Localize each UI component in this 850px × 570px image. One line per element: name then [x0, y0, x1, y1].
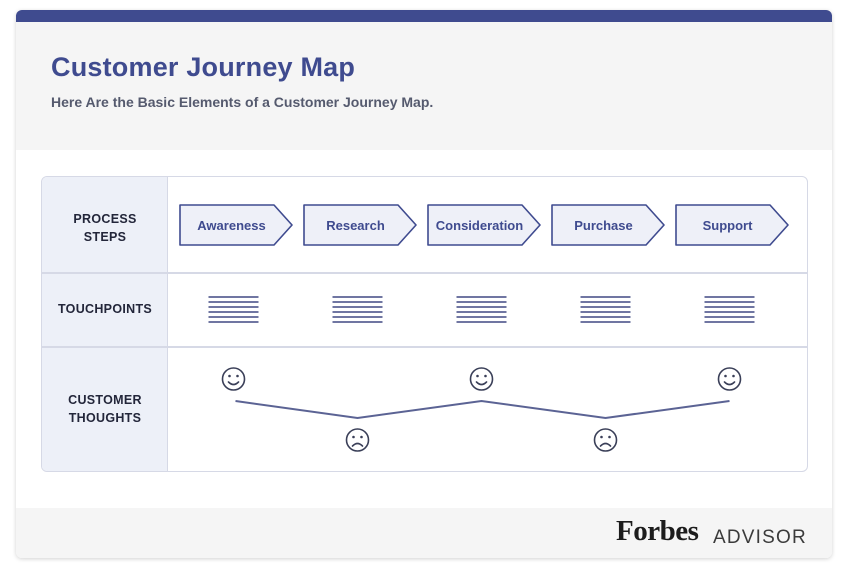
row-label-column — [42, 177, 168, 471]
journey-diagram: Awareness Research Consideration Purchase Su… — [179, 204, 789, 452]
text-lines-icon — [580, 296, 631, 323]
journey-map-card: Customer Journey Map Here Are the Basic … — [16, 10, 832, 558]
step-arrow-shape — [551, 204, 665, 246]
smiley-face-icon — [717, 367, 742, 391]
journey-table: PROCESS STEPS TOUCHPOINTS CUSTOMER THOUG… — [41, 176, 808, 472]
row-label-customer-thoughts: CUSTOMER THOUGHTS — [42, 391, 168, 427]
face-eye — [228, 374, 231, 378]
step-arrow-shape — [675, 204, 789, 246]
row-label-touchpoints: TOUCHPOINTS — [42, 300, 168, 318]
face-mouth — [599, 442, 612, 447]
brand-logo: Forbes — [616, 515, 699, 547]
row-label-line: THOUGHTS — [68, 411, 142, 425]
step-label: Awareness — [197, 218, 265, 233]
face-outline — [717, 367, 742, 391]
text-lines-icon — [208, 296, 259, 323]
face-mouth — [475, 381, 488, 386]
face-mouth — [227, 381, 240, 386]
face-eye — [236, 374, 239, 378]
footer — [16, 508, 832, 558]
page-title: Customer Journey Map — [51, 52, 356, 82]
smiley-face-icon — [469, 367, 494, 391]
brand-product: ADVISOR — [713, 527, 807, 548]
row-label-process-steps: PROCESS STEPS — [42, 210, 168, 246]
header — [16, 22, 832, 150]
face-eye — [484, 374, 487, 378]
step-label: Support — [703, 218, 753, 233]
face-mouth — [723, 381, 736, 386]
text-lines-icon — [456, 296, 507, 323]
frown-face-icon — [345, 428, 370, 452]
row-divider — [42, 272, 807, 274]
row-label-line: TOUCHPOINTS — [57, 302, 153, 316]
step-label: Consideration — [436, 218, 523, 233]
process-step-consideration: Consideration — [427, 204, 541, 246]
face-mouth — [351, 442, 364, 447]
process-step-support: Support — [675, 204, 789, 246]
sentiment-line — [235, 399, 730, 420]
face-eye — [724, 374, 727, 378]
face-eye — [352, 435, 355, 439]
face-outline — [469, 367, 494, 391]
row-label-line: CUSTOMER — [68, 393, 142, 407]
top-accent-bar — [16, 10, 832, 22]
face-outline — [221, 367, 246, 391]
step-label: Purchase — [574, 218, 633, 233]
row-label-line: STEPS — [83, 230, 127, 244]
step-label: Research — [326, 218, 385, 233]
step-arrow-shape — [303, 204, 417, 246]
step-arrow-shape — [179, 204, 293, 246]
face-eye — [360, 435, 363, 439]
smiley-face-icon — [221, 367, 246, 391]
face-eye — [600, 435, 603, 439]
frown-face-icon — [593, 428, 618, 452]
process-step-purchase: Purchase — [551, 204, 665, 246]
face-eye — [608, 435, 611, 439]
face-eye — [732, 374, 735, 378]
text-lines-icon — [704, 296, 755, 323]
process-step-research: Research — [303, 204, 417, 246]
row-label-line: PROCESS — [73, 212, 137, 226]
process-step-awareness: Awareness — [179, 204, 293, 246]
step-arrow-shape — [427, 204, 541, 246]
face-eye — [476, 374, 479, 378]
face-outline — [345, 428, 370, 452]
page-subtitle: Here Are the Basic Elements of a Custome… — [51, 94, 434, 110]
face-outline — [593, 428, 618, 452]
text-lines-icon — [332, 296, 383, 323]
row-divider — [42, 346, 807, 348]
